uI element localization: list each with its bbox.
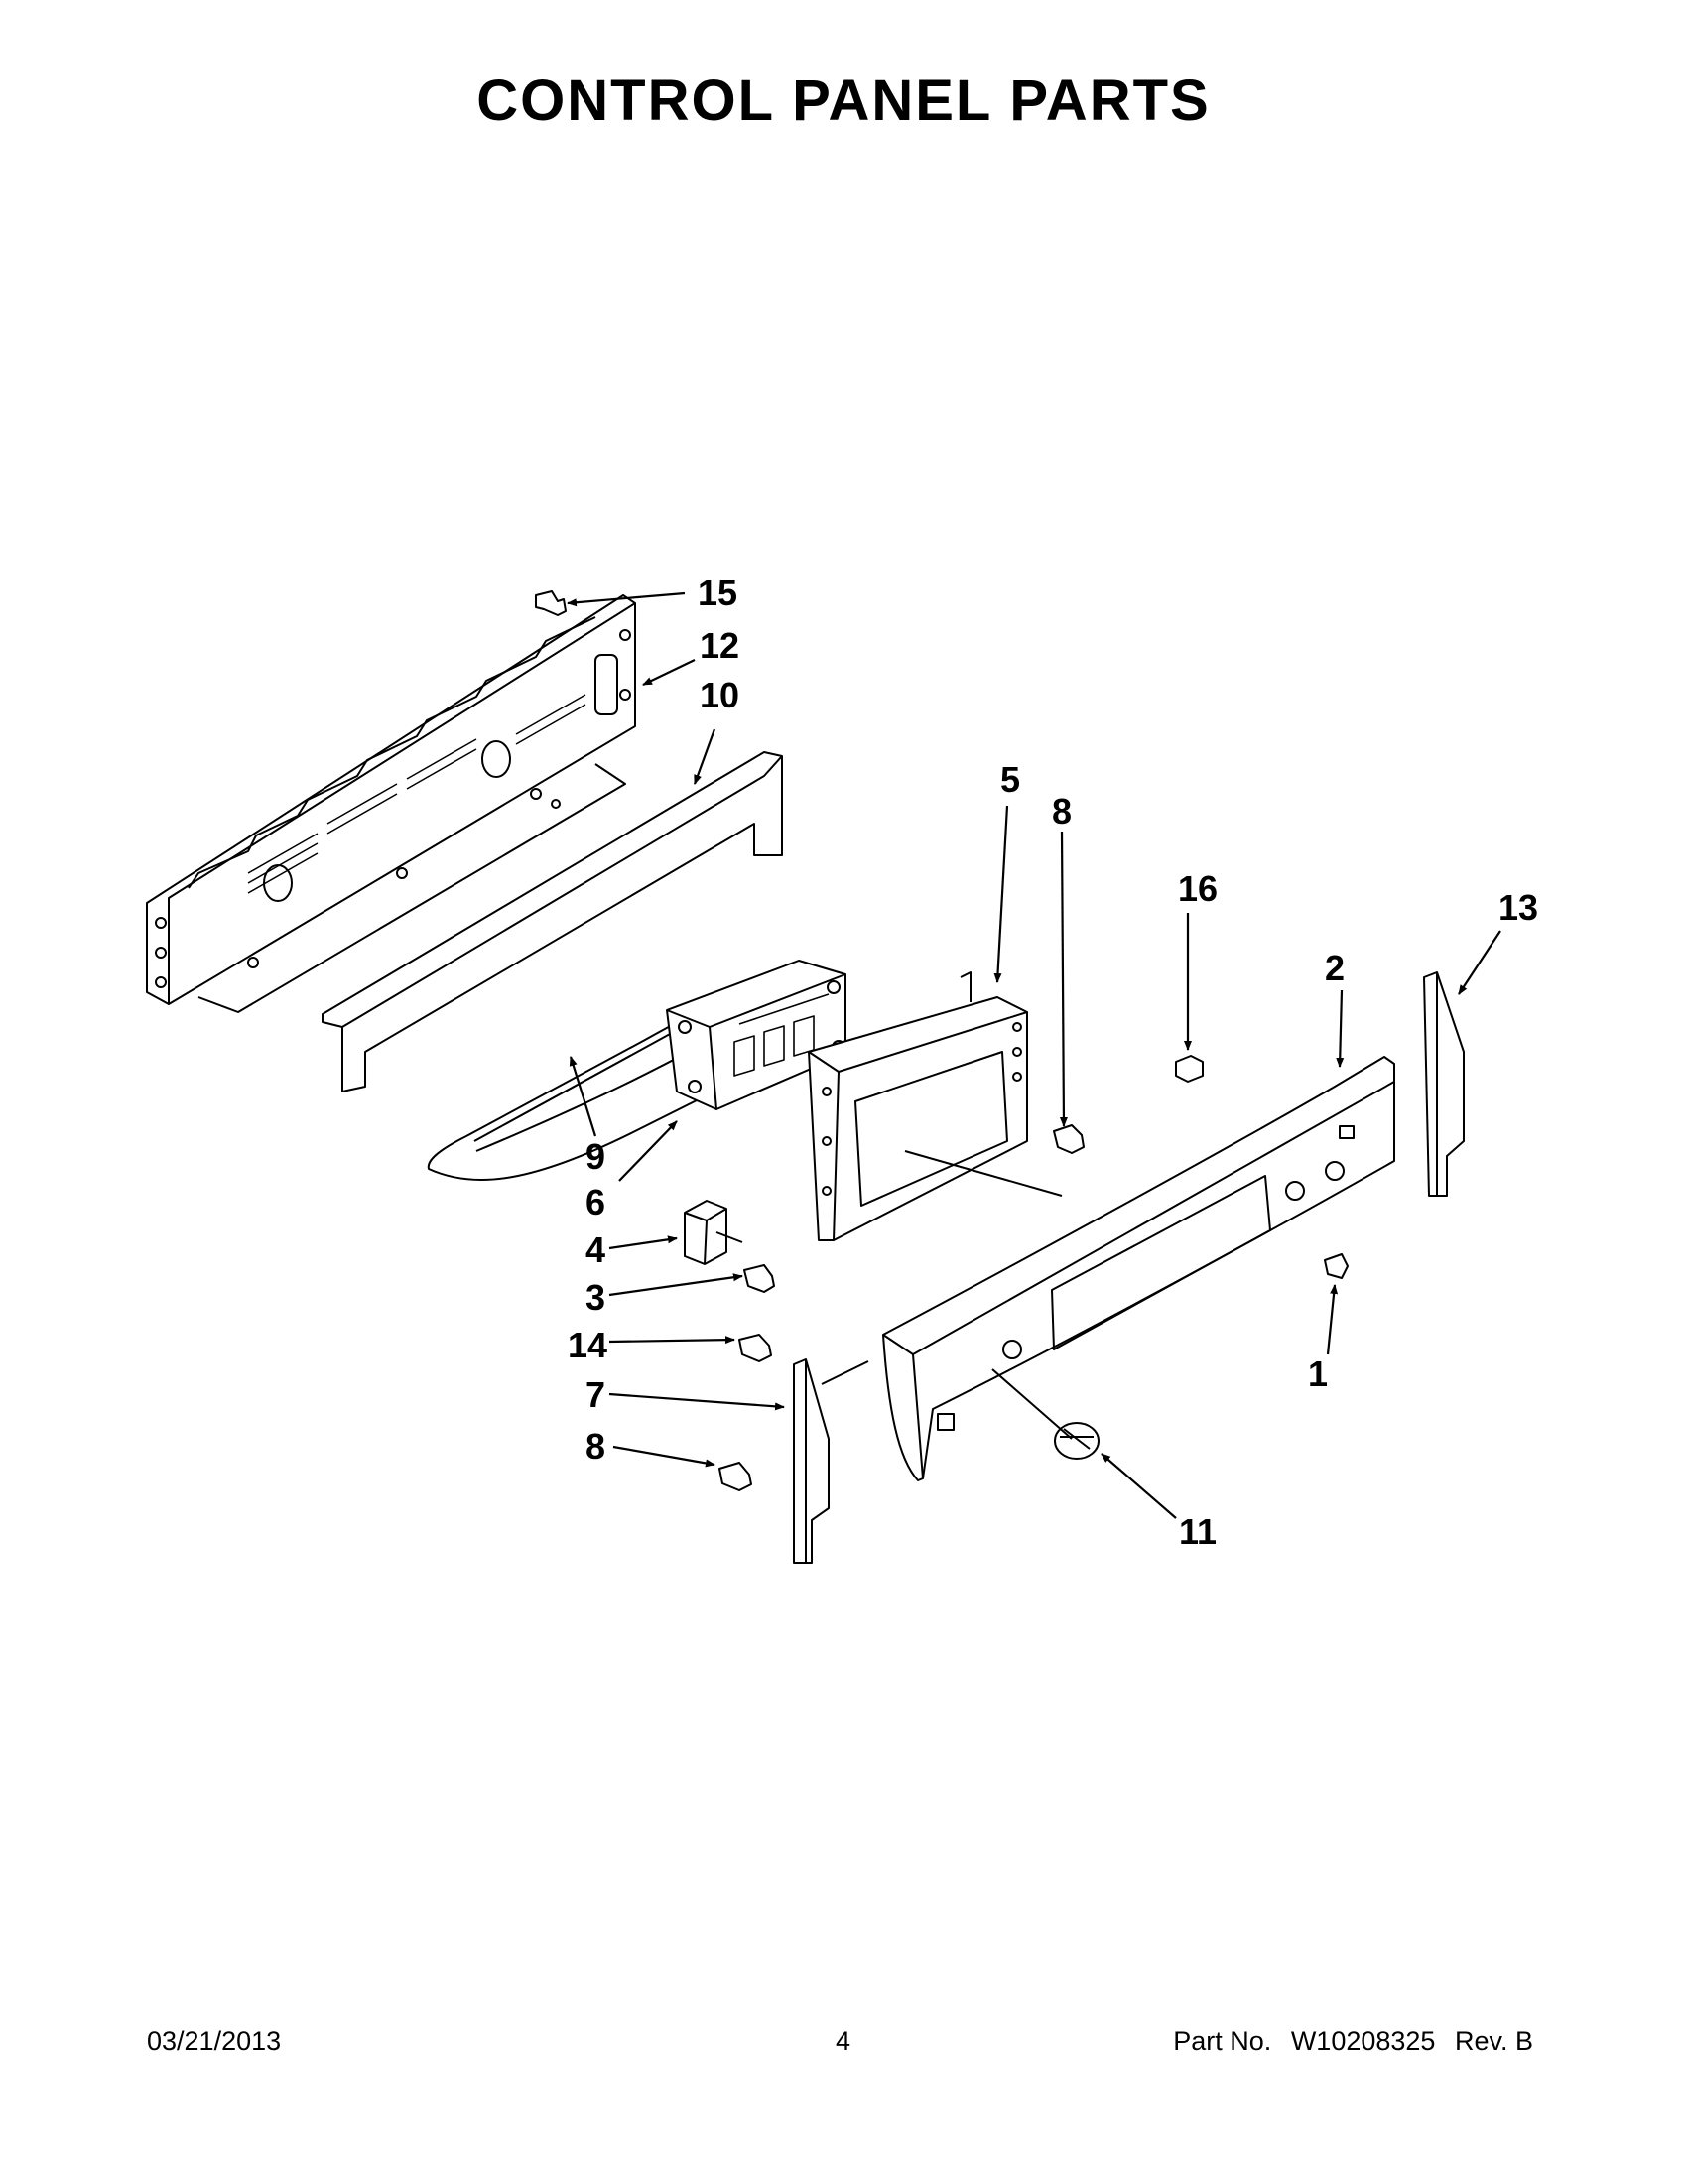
- callout-6: 6: [585, 1182, 605, 1222]
- callout-1: 1: [1308, 1353, 1328, 1394]
- callout-labels: 15 12 10 5 8 16 13 2 9 6 4 3 14 7 8 1 11: [568, 573, 1538, 1552]
- part-12-rear-bracket: [146, 594, 636, 1013]
- callout-14: 14: [568, 1325, 607, 1365]
- callout-5: 5: [1000, 759, 1020, 800]
- part-6-control-board: [666, 960, 846, 1110]
- part-2-control-panel: [882, 1056, 1395, 1481]
- callout-leaders: [567, 591, 1501, 1519]
- callout-16: 16: [1178, 868, 1218, 909]
- callout-3: 3: [585, 1277, 605, 1318]
- callout-8-lower: 8: [585, 1426, 605, 1467]
- callout-11: 11: [1179, 1511, 1217, 1552]
- callout-10: 10: [700, 675, 739, 715]
- callout-13: 13: [1498, 887, 1538, 928]
- page-title: CONTROL PANEL PARTS: [476, 68, 1211, 133]
- footer-date: 03/21/2013: [147, 2026, 282, 2056]
- callout-12: 12: [700, 625, 739, 666]
- part-7-left-end-bracket: [793, 1358, 830, 1564]
- callout-15: 15: [698, 573, 737, 613]
- part-16-clip: [1175, 1055, 1204, 1083]
- callout-9: 9: [585, 1136, 605, 1177]
- part-13-right-end-bracket: [1423, 971, 1465, 1197]
- part-4-switch: [684, 1200, 743, 1265]
- part-11-knob: [1054, 1422, 1100, 1460]
- revision: Rev. B: [1454, 2026, 1533, 2056]
- part-number-label: Part No.: [1173, 2026, 1272, 2056]
- footer-part-info: Part No. W10208325 Rev. B: [1173, 2026, 1533, 2057]
- assembly-lines: [821, 1150, 1073, 1440]
- callout-8-upper: 8: [1052, 791, 1072, 832]
- part-10-trim-channel: [322, 751, 783, 1092]
- footer-page-number: 4: [836, 2026, 851, 2056]
- callout-4: 4: [585, 1229, 605, 1270]
- screw-parts: [535, 590, 1349, 1491]
- part-5-display-bracket: [808, 971, 1028, 1241]
- part-number: W10208325: [1290, 2026, 1436, 2056]
- callout-2: 2: [1325, 948, 1345, 988]
- callout-7: 7: [585, 1374, 605, 1415]
